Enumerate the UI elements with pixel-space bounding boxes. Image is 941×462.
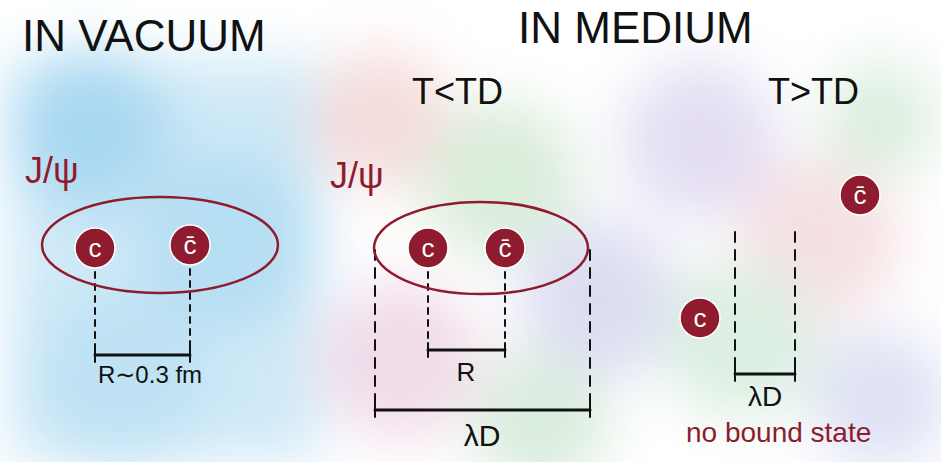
dimension-bar (428, 349, 505, 352)
anticharm-quark: c̄ (839, 174, 881, 216)
dashed-guide (427, 272, 429, 346)
charm-quark: c (74, 227, 116, 269)
bound-state-ellipse: J/ψcc̄ (372, 200, 590, 296)
dashed-guide (734, 232, 736, 370)
dimension-tick (374, 403, 376, 417)
dimension-tick (734, 367, 736, 381)
dimension-tick (189, 348, 191, 362)
quark-label: c̄ (184, 231, 197, 260)
dimension-tick (504, 343, 506, 357)
dimension-tick (94, 348, 96, 362)
medium-glow (310, 50, 941, 462)
quark-disc (408, 228, 448, 268)
blue-blob (140, 150, 320, 330)
quark-disc (170, 225, 210, 265)
quark-label: c (694, 304, 707, 333)
dashed-guide (589, 250, 591, 406)
purple-blob (320, 280, 480, 440)
quark-disc (75, 228, 115, 268)
dimension-bar (735, 373, 795, 376)
dimension-tick (794, 367, 796, 381)
temperature-condition: T>TD (768, 72, 859, 112)
panel-heading: IN VACUUM (22, 12, 266, 60)
quark-label: c (422, 234, 435, 263)
blue-blob (30, 290, 210, 462)
quark-label: c̄ (499, 234, 512, 263)
dimension-bar (375, 409, 590, 412)
note: no bound state (686, 418, 871, 449)
ellipse-outline (374, 202, 588, 294)
dimension-bar (95, 354, 190, 357)
temperature-condition: T<TD (412, 72, 503, 112)
quark-disc (680, 298, 720, 338)
quark-disc (485, 228, 525, 268)
bound-state-ellipse: J/ψcc̄ (40, 195, 280, 295)
charm-quark: c (679, 297, 721, 339)
dimension-tick (589, 403, 591, 417)
dashed-guide (374, 250, 376, 406)
anticharm-quark: c̄ (484, 227, 526, 269)
dimension-label: R∼0.3 fm (98, 362, 202, 388)
debye-length-label: λD (748, 382, 782, 413)
ellipse-outline (42, 197, 278, 293)
quark-label: c̄ (854, 181, 867, 210)
charm-quark: c (407, 227, 449, 269)
dimension-label: R (457, 358, 476, 387)
debye-length-label: λD (464, 419, 501, 452)
quark-disc (840, 175, 880, 215)
dimension-tick (427, 343, 429, 357)
vacuum-glow (10, 50, 320, 462)
anticharm-quark: c̄ (169, 224, 211, 266)
quark-label: c (89, 234, 102, 263)
dashed-guide (504, 272, 506, 346)
state-label: J/ψ (25, 151, 79, 191)
dashed-guide (189, 269, 191, 352)
state-label: J/ψ (330, 156, 384, 196)
panel-heading: IN MEDIUM (518, 4, 753, 52)
dashed-guide (794, 232, 796, 370)
blue-blob (10, 50, 170, 210)
ellipse-outline (372, 200, 590, 296)
